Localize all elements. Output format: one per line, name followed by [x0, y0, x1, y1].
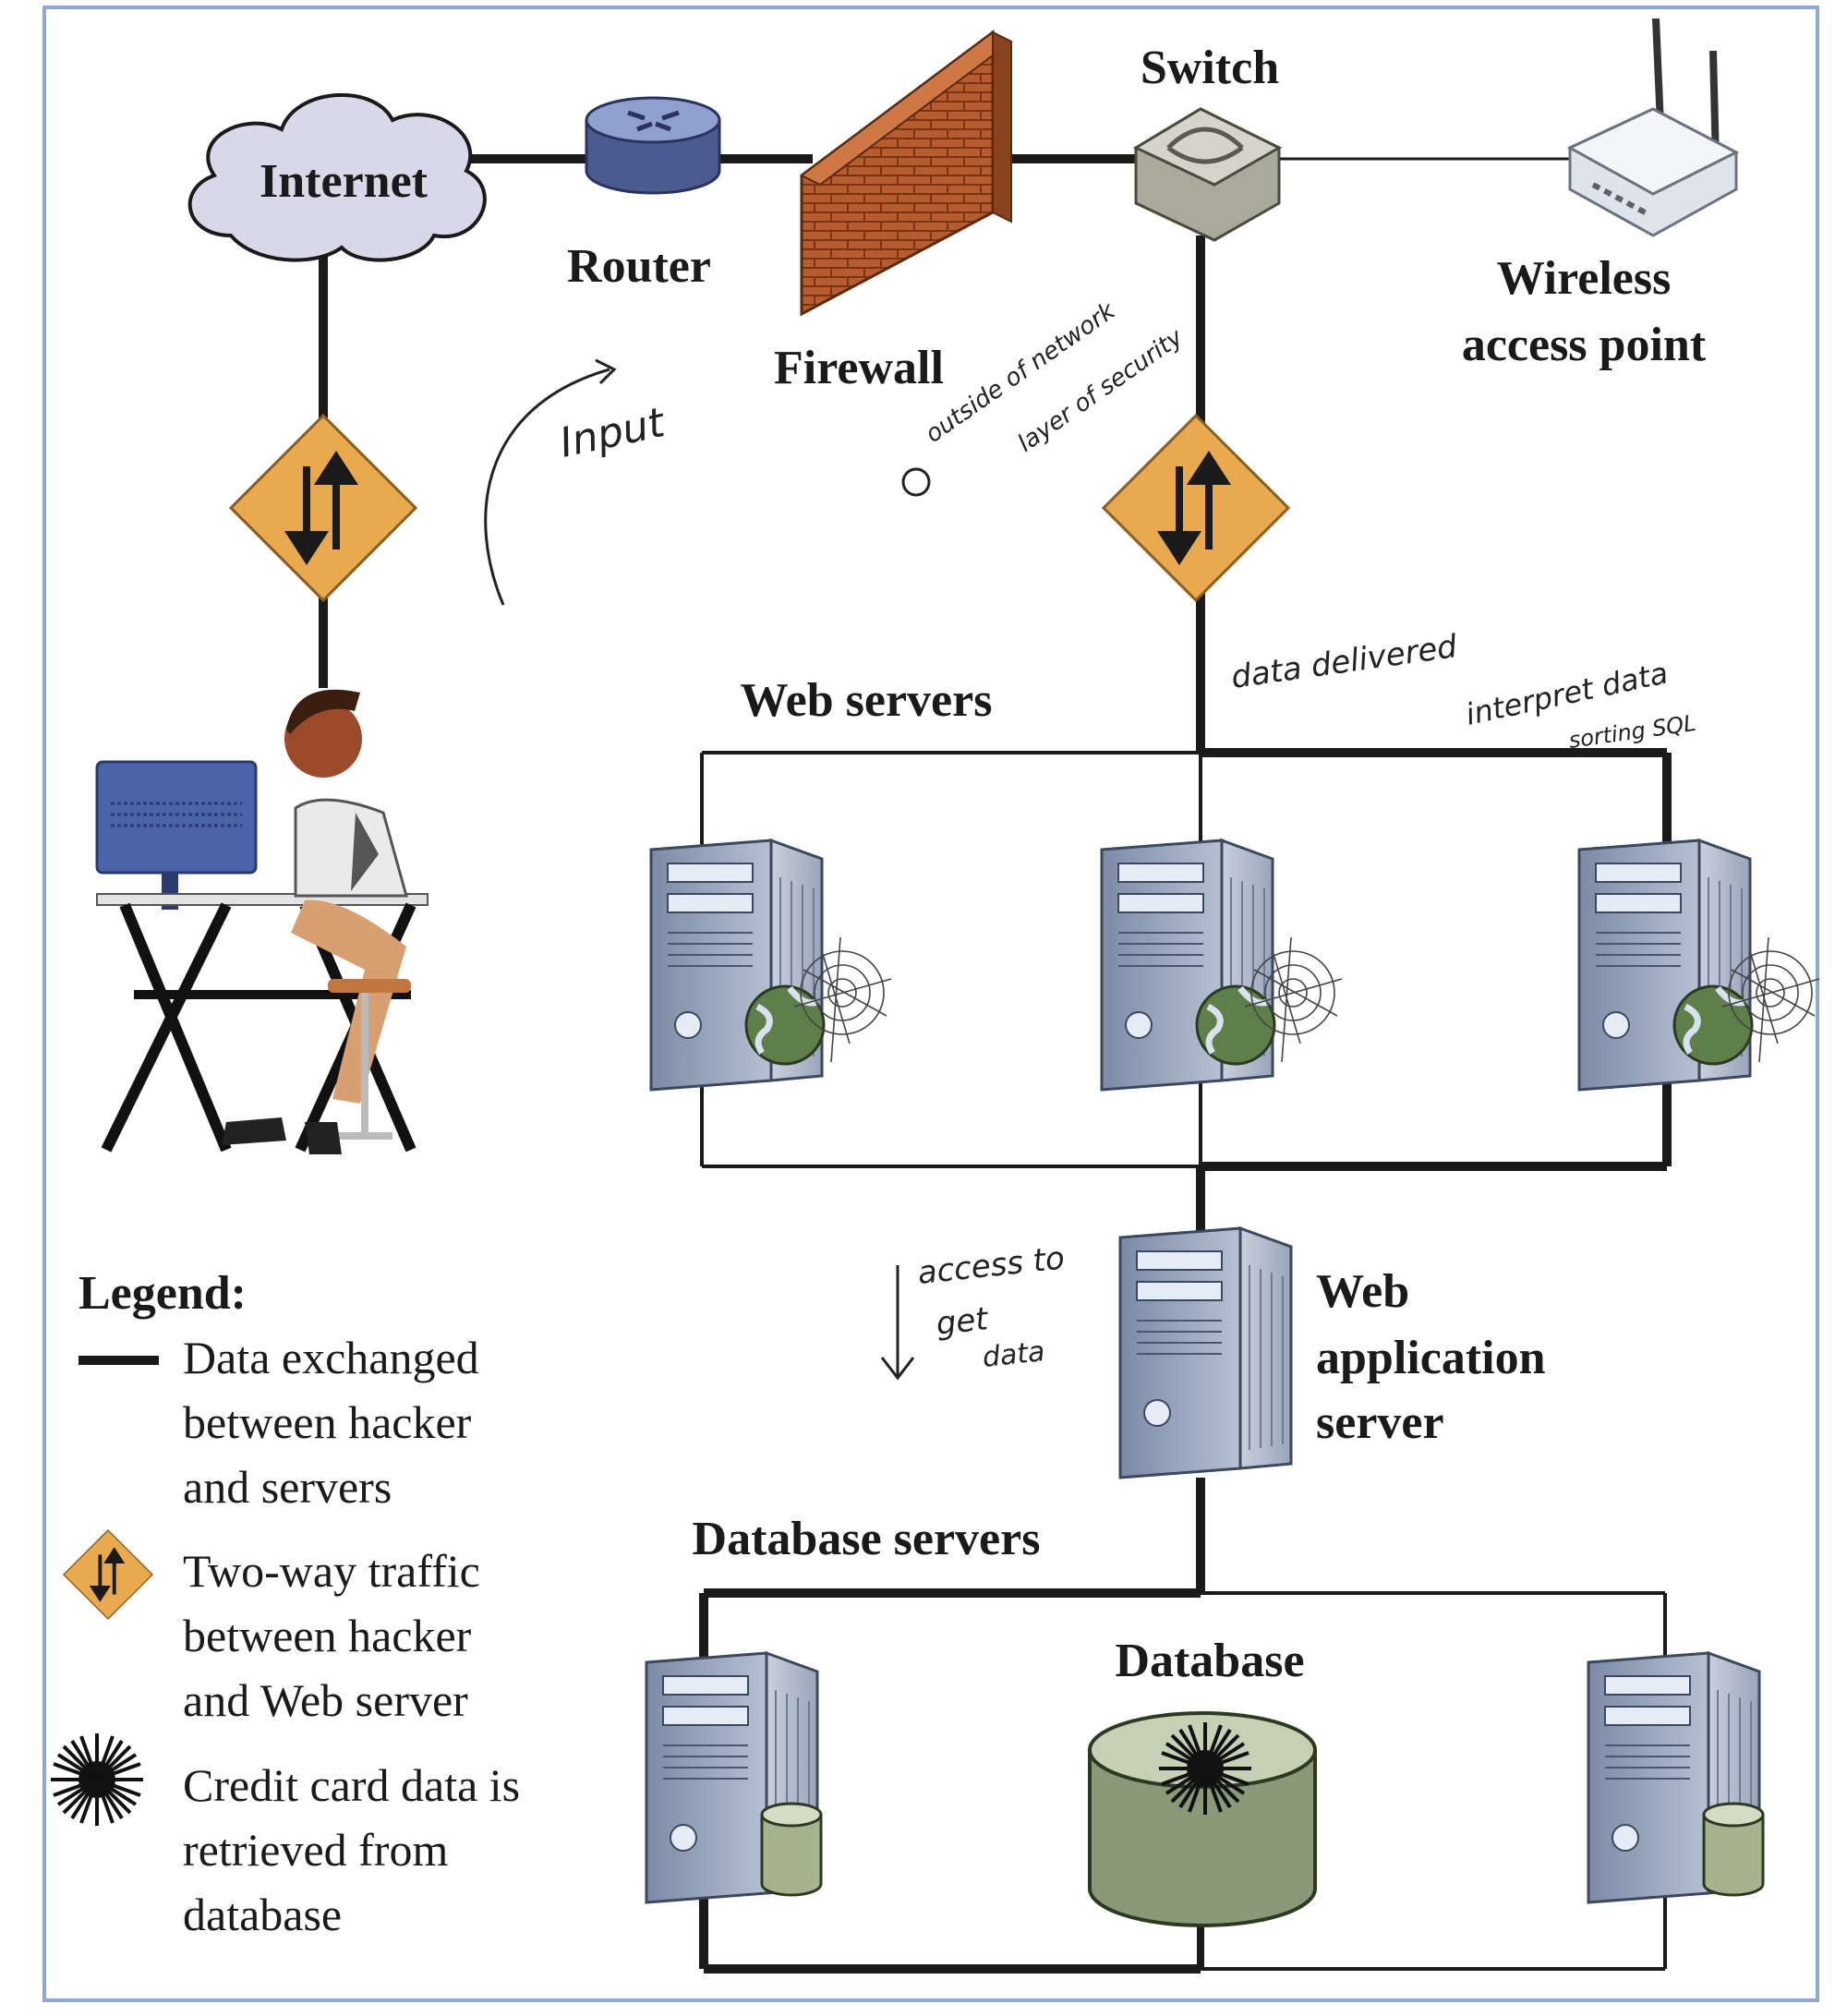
- internet-cloud-icon: [187, 92, 487, 262]
- annotation-access-line1: access to: [916, 1239, 1067, 1291]
- annotation-input: Input: [556, 399, 670, 467]
- web-server-3-icon: [1577, 839, 1819, 1092]
- legend-item-2-line1: Two-way traffic: [183, 1545, 480, 1597]
- web-servers-label: Web servers: [741, 674, 993, 727]
- wireless-label-line1: Wireless: [1497, 252, 1672, 305]
- annotation-access-line3: data: [981, 1335, 1046, 1374]
- router-label: Router: [567, 240, 711, 293]
- switch-label: Switch: [1141, 42, 1279, 94]
- wireless-access-point-icon: [1566, 18, 1740, 237]
- firewall-label: Firewall: [774, 342, 944, 394]
- annotation-access-line2: get: [935, 1300, 991, 1343]
- web-app-label-line3: server: [1316, 1396, 1444, 1449]
- database-label: Database: [1115, 1635, 1304, 1687]
- annotation-marker-icon: [901, 467, 931, 497]
- input-arrow-icon: [484, 358, 617, 606]
- database-server-right-icon: [1587, 1651, 1765, 1904]
- annotation-outside-line1: outside of network: [921, 296, 1121, 449]
- annotation-interpret-line2: sorting SQL: [1567, 710, 1697, 754]
- two-way-traffic-sign-right: [1102, 414, 1290, 602]
- wireless-label-line2: access point: [1462, 319, 1707, 371]
- legend-item-1-line2: between hacker: [183, 1396, 472, 1448]
- legend-item-3-line3: database: [183, 1889, 342, 1940]
- diagram-frame: [42, 6, 1819, 2002]
- database-server-left-icon: [645, 1651, 823, 1904]
- web-app-label-line1: Web: [1316, 1265, 1409, 1318]
- connection-lines: [319, 154, 1672, 1974]
- internet-label: Internet: [260, 155, 429, 208]
- switch-icon: [1132, 107, 1283, 242]
- legend-item-1-line3: and servers: [183, 1461, 392, 1513]
- legend-item-2-line3: and Web server: [183, 1674, 468, 1726]
- legend-two-way-sign-icon: [63, 1529, 153, 1620]
- web-application-server-icon: [1118, 1226, 1293, 1479]
- legend-item-1-line1: Data exchanged: [183, 1332, 479, 1383]
- web-server-2-icon: [1100, 839, 1342, 1092]
- router-icon: [585, 96, 721, 195]
- legend-item-2-line2: between hacker: [183, 1610, 472, 1661]
- legend-title: Legend:: [78, 1267, 247, 1320]
- firewall-icon: [800, 30, 1013, 317]
- legend: Legend: Data exchanged between hacker an…: [49, 1267, 520, 1940]
- annotation-data-delivered: data delivered: [1229, 628, 1460, 696]
- handwritten-annotations: Input outside of network layer of securi…: [484, 296, 1697, 1381]
- hacker-illustration: [95, 689, 429, 1154]
- web-server-1-icon: [649, 839, 891, 1092]
- two-way-traffic-sign-left: [229, 414, 417, 602]
- legend-starburst-icon: [49, 1732, 145, 1828]
- access-arrow-icon: [880, 1265, 915, 1381]
- legend-item-3-line2: retrieved from: [183, 1824, 448, 1876]
- legend-item-3-line1: Credit card data is: [183, 1759, 520, 1811]
- web-app-label-line2: application: [1316, 1332, 1546, 1384]
- database-servers-label: Database servers: [693, 1513, 1041, 1565]
- database-cylinder-icon: [1088, 1711, 1317, 1927]
